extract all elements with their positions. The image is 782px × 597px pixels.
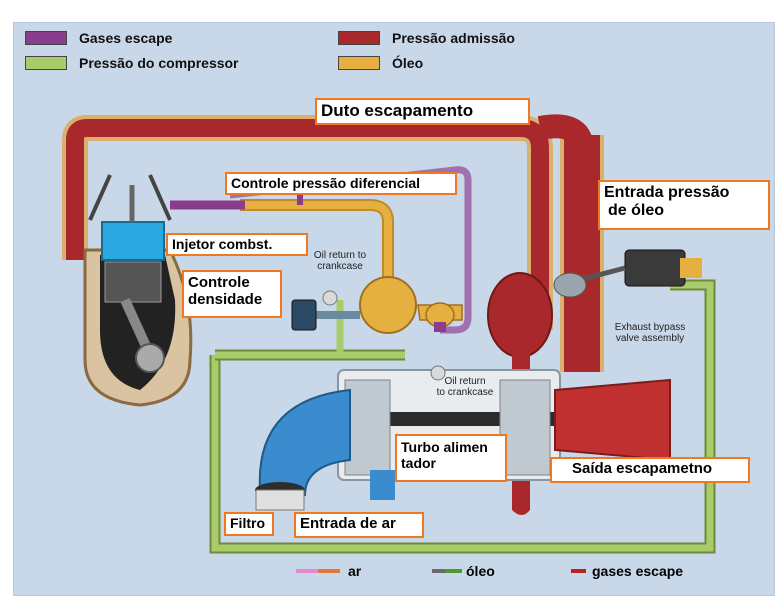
bottom-legend-ar: ar [348, 563, 362, 579]
label-entrada-pressao-line1: Entrada pressão [604, 184, 730, 201]
legend-swatch [25, 31, 67, 45]
oil-return-label-1-line1: Oil return to [313, 250, 367, 261]
label-turbo-line2: tador [401, 455, 436, 472]
legend-swatch [338, 56, 380, 70]
exhaust-bypass-label: Exhaust bypass valve assembly [600, 322, 700, 344]
wastegate-chamber [487, 272, 553, 358]
oil-controller-body [359, 276, 417, 334]
oil-return-label-1: Oil return to crankcase [300, 250, 380, 272]
exhaust-bypass-label-line2: valve assembly [615, 333, 685, 344]
crankshaft [135, 343, 165, 373]
differential-control-line [229, 166, 472, 334]
label-controle-pressao: Controle pressão diferencial [225, 172, 457, 195]
bypass-valve [553, 272, 587, 298]
legend-oleo: Óleo [338, 55, 423, 71]
oil-return-label-2-line1: Oil return [444, 376, 486, 387]
legend-label: Gases escape [79, 30, 173, 46]
label-controle-densidade: Controle densidade [182, 270, 282, 318]
legend-label: Óleo [392, 55, 424, 71]
bottom-legend-gases: gases escape [592, 563, 684, 579]
valve-left [88, 174, 112, 221]
label-controle-densidade-line1: Controle [188, 274, 250, 291]
density-controller-knob [291, 299, 317, 331]
piston [104, 261, 162, 303]
oil-return-fitting-1 [322, 290, 338, 306]
oil-return-label-2: Oil return to crankcase [425, 376, 505, 398]
legend-pressao-compressor: Pressão do compressor [25, 55, 239, 71]
label-duto-escapamento: Duto escapamento [315, 98, 530, 125]
oil-return-label-2-line2: to crankcase [436, 387, 494, 398]
label-controle-densidade-line2: densidade [188, 291, 263, 309]
legend-label: Pressão do compressor [79, 55, 239, 71]
legend-label: Pressão admissão [392, 30, 515, 46]
legend-swatch [25, 56, 67, 70]
bottom-legend-oleo: óleo [466, 563, 495, 579]
label-injetor: Injetor combst. [166, 233, 308, 256]
label-entrada-ar: Entrada de ar [294, 512, 424, 538]
label-saida-escapamento: Saída escapametno [550, 457, 750, 483]
compressor-loop [211, 281, 714, 552]
air-intake-elbow [258, 388, 351, 497]
exhaust-bypass-label-line1: Exhaust bypass [614, 322, 686, 333]
turbine-wheel [499, 379, 551, 476]
combustion-chamber [101, 221, 165, 261]
oil-pressure-inlet [624, 249, 686, 287]
valve-right [148, 174, 172, 221]
legend-gases-escape: Gases escape [25, 30, 172, 46]
oil-pressure-fitting [680, 258, 702, 278]
legend-pressao-admissao: Pressão admissão [338, 30, 515, 46]
legend-swatch [338, 31, 380, 45]
oil-line [240, 201, 392, 292]
oil-return-fitting-2 [430, 365, 446, 381]
compressor-wheel [344, 379, 391, 476]
duct-bend [537, 114, 594, 151]
label-filtro: Filtro [224, 512, 274, 536]
label-entrada-pressao: Entrada pressão de óleo [598, 180, 770, 230]
oil-return-label-1-line2: crankcase [317, 261, 363, 272]
exhaust-outlet [554, 378, 671, 462]
label-entrada-pressao-line2: de óleo [608, 202, 665, 220]
purple-valve-tip [434, 322, 446, 332]
exhaust-duct [66, 119, 549, 330]
label-turbo: Turbo alimen tador [395, 434, 507, 482]
compressor-outlet [370, 470, 395, 500]
filter-body [255, 489, 305, 511]
label-turbo-line1: Turbo alimen [401, 439, 488, 455]
